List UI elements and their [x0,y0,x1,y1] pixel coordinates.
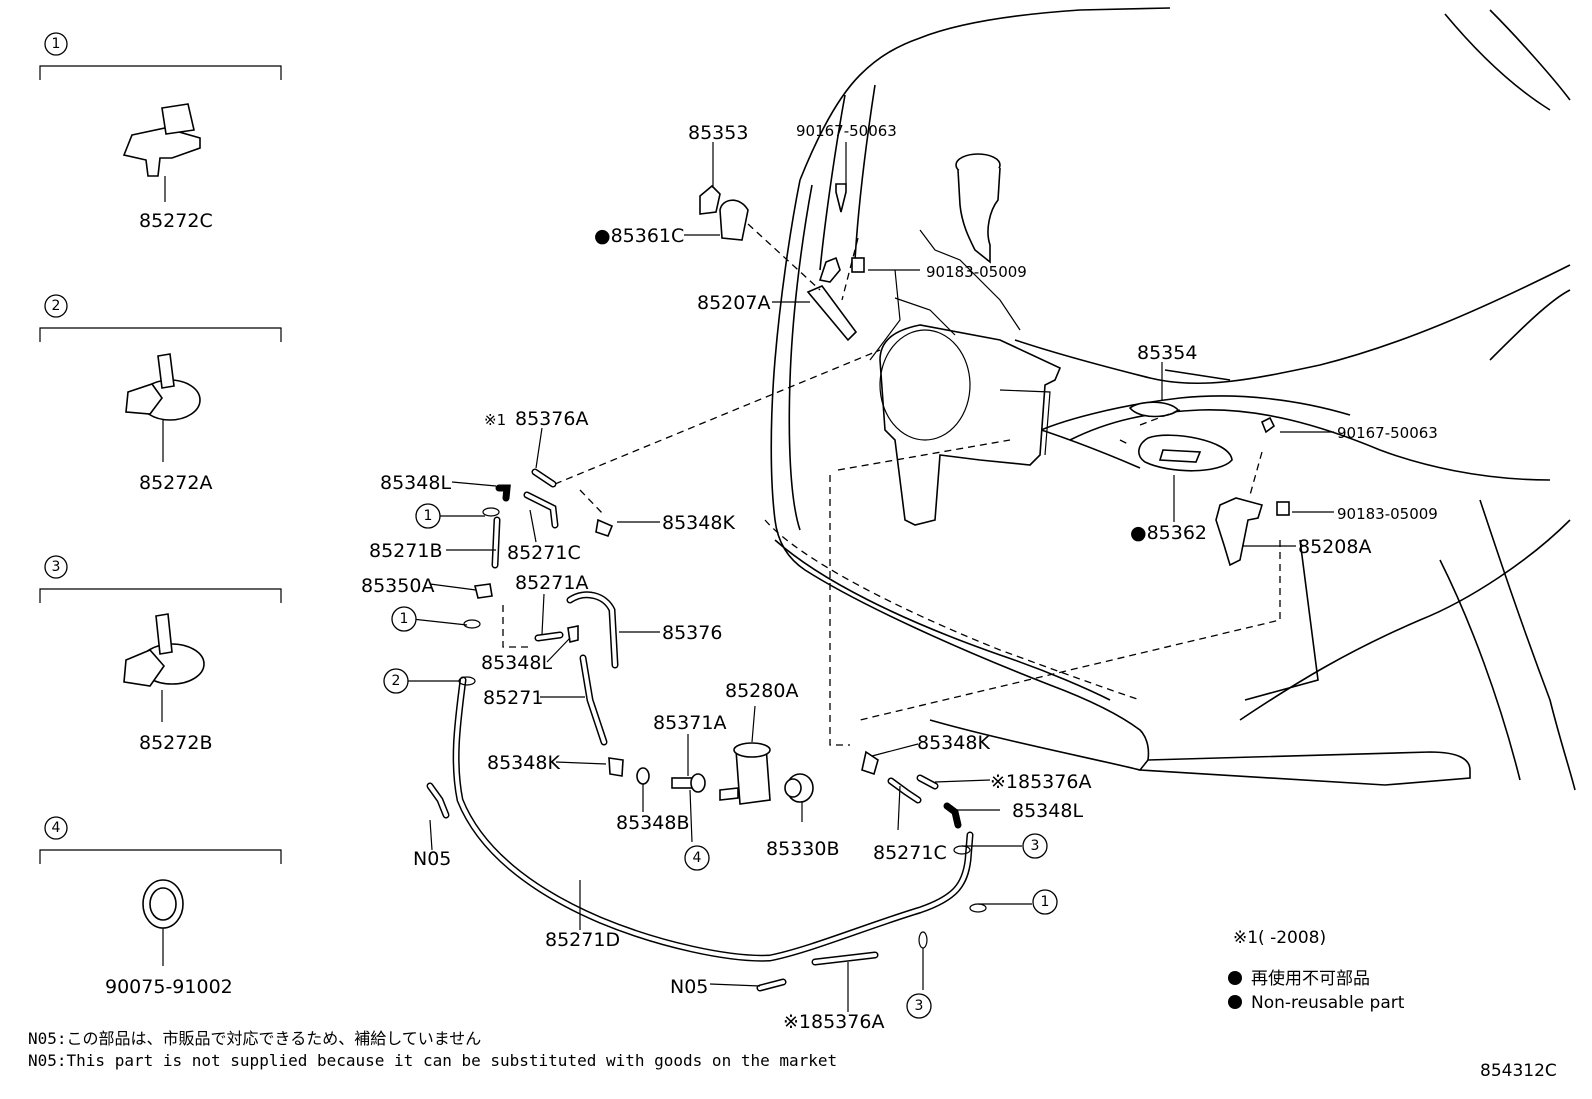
clip-group-2-marker: 2 [52,298,61,314]
clip-85272B-illustration [123,613,205,722]
clip-panel: 1 85272C 2 85272A 3 [39,32,282,998]
label-N05-b: N05 [670,976,708,998]
label-85376A-top-mark: ※1 [484,411,506,429]
label-85348K-c: 85348K [917,732,990,754]
label-90183-05009-top: 90183-05009 [926,263,1027,281]
clip-85272C-illustration [122,103,201,202]
label-85271: 85271 [483,687,543,709]
washer-nozzle-85208A [1128,401,1290,567]
note-en: N05:This part is not supplied because it… [28,1051,837,1070]
label-85376A-bottom: ※185376A [783,1011,884,1033]
clip-group-3: 3 85272B [39,555,282,754]
label-85361C: ●85361C [594,225,684,247]
washer-nozzle-85207A [699,183,865,342]
label-85330B: 85330B [766,838,839,860]
label-90167-50063-right: 90167-50063 [1337,424,1438,442]
label-85353: 85353 [688,122,748,144]
part-labels: 85353 90167-50063 ●85361C 90183-05009 85… [361,122,1438,1033]
part-label-85272C: 85272C [139,210,213,232]
label-85208A: 85208A [1298,536,1371,558]
label-85376: 85376 [662,622,722,644]
clip-group-3-marker: 3 [52,559,61,575]
label-85348L-b: 85348L [481,652,552,674]
label-85271A: 85271A [515,572,588,594]
marker-3a: 3 [1031,838,1040,854]
bullet-icon [1228,971,1242,985]
hose-clamp-illustration [142,879,184,966]
label-85348L-a: 85348L [380,472,451,494]
label-85280A: 85280A [725,680,798,702]
washer-tank [869,153,1062,526]
clip-group-1-marker: 1 [52,36,61,52]
diagram-id: 854312C [1480,1061,1557,1081]
legend: ※1( -2008) 再使用不可部品 Non-reusable part [1228,928,1405,1013]
clip-group-4-marker: 4 [52,820,61,836]
clip-group-2: 2 85272A [39,294,282,494]
marker-4: 4 [693,850,702,866]
vehicle-body-outline [764,7,1576,791]
label-85271C-b: 85271C [873,842,947,864]
label-85348L-c: 85348L [1012,800,1083,822]
part-label-85272A: 85272A [139,472,212,494]
notes: N05:この部品は、市販品で対応できるため、補給していません N05:This … [28,1029,1557,1081]
marker-1b: 1 [400,611,409,627]
label-85348K-a: 85348K [662,512,735,534]
marker-1c: 1 [1041,894,1050,910]
hose-routing [426,468,974,992]
label-85271C-a: 85271C [507,542,581,564]
bullet-icon [1228,995,1242,1009]
leader-lines [408,142,1334,1012]
label-85376A-top: 85376A [515,408,588,430]
label-85207A: 85207A [697,292,770,314]
routing-dashes [502,223,1281,746]
clip-group-4: 4 90075-91002 [39,816,282,998]
clip-group-1: 1 85272C [39,32,282,232]
label-85354: 85354 [1137,342,1197,364]
fittings [458,507,987,949]
label-85348B: 85348B [616,812,689,834]
marker-3b: 3 [915,998,924,1014]
clip-markers: 1 1 2 4 3 1 3 [383,503,1058,1019]
marker-2: 2 [392,673,401,689]
label-85362: ●85362 [1130,522,1207,544]
legend-footnote: ※1( -2008) [1233,928,1326,948]
legend-en: Non-reusable part [1251,993,1405,1013]
legend-jp: 再使用不可部品 [1251,968,1370,989]
label-85271B: 85271B [369,540,442,562]
marker-1a: 1 [424,508,433,524]
note-jp: N05:この部品は、市販品で対応できるため、補給していません [28,1029,481,1048]
label-85348K-b: 85348K [487,752,560,774]
label-90183-05009-right: 90183-05009 [1337,505,1438,523]
label-N05-a: N05 [413,848,451,870]
label-85350A: 85350A [361,575,434,597]
label-85376A-mid: ※185376A [990,771,1091,793]
part-label-90075-91002: 90075-91002 [105,976,233,998]
label-85271D: 85271D [545,929,620,951]
clip-85272A-illustration [125,353,201,462]
part-label-85272B: 85272B [139,732,212,754]
label-90167-50063-top: 90167-50063 [796,122,897,140]
label-85371A: 85371A [653,712,726,734]
